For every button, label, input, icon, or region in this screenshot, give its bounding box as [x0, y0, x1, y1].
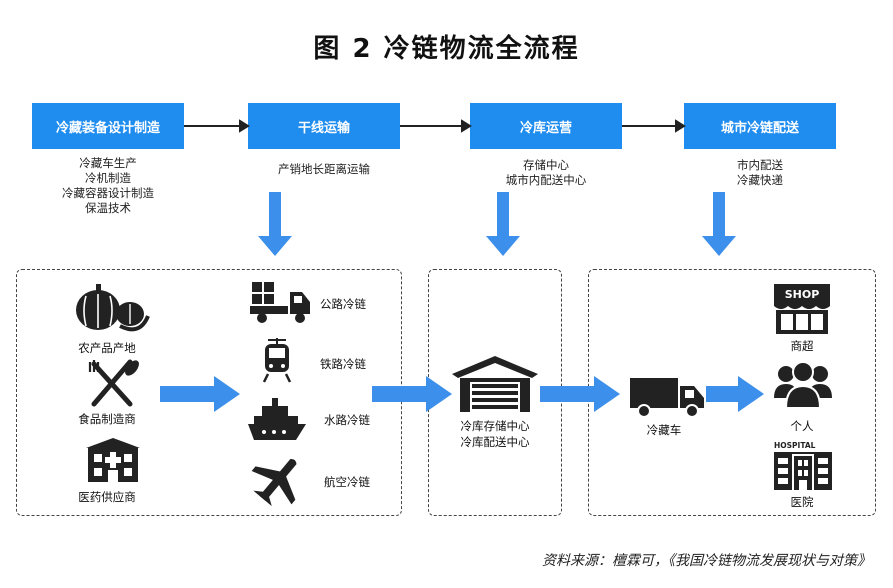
transport-label: 公路冷链: [320, 297, 366, 311]
transport-label: 铁路冷链: [320, 357, 366, 371]
destination-label: 个人: [790, 419, 814, 433]
detail-line: 冷藏快递: [737, 173, 783, 187]
truck-icon: [250, 282, 310, 323]
stage-box-cold-storage: 冷库运营: [470, 103, 622, 149]
stage-label: 干线运输: [297, 120, 350, 136]
detail-line: 市内配送: [737, 158, 783, 172]
destination-label: 商超: [790, 339, 814, 353]
airplane-icon: [251, 459, 297, 507]
down-arrow-trunk: [258, 192, 292, 256]
pumpkin-icon: [76, 284, 150, 332]
source-note: 资料来源：檀霖可，《我国冷链物流发展现状与对策》: [542, 553, 871, 569]
stage-label: 城市冷链配送: [720, 120, 799, 136]
pharmacy-building-icon: [86, 438, 140, 482]
hospital-icon: HOSPITAL: [774, 441, 832, 490]
train-icon: [262, 338, 292, 383]
warehouse-icon: [452, 356, 538, 412]
warehouse-label-line: 冷库存储中心: [460, 419, 530, 433]
figure-title: 图 2 冷链物流全流程: [313, 34, 580, 64]
detail-line: 冷藏车生产: [79, 156, 137, 170]
flow-arrow-vehicle-to-destinations: [706, 376, 764, 412]
fork-knife-icon: [88, 359, 139, 407]
source-label: 食品制造商: [78, 412, 136, 426]
transport-label: 航空冷链: [324, 475, 370, 489]
warehouse-label: 冷库存储中心 冷库配送中心: [432, 418, 558, 450]
stage-box-equipment: 冷藏装备设计制造: [32, 103, 184, 149]
warehouse-label-line: 冷库配送中心: [460, 435, 530, 449]
detail-line: 产销地长距离运输: [278, 162, 370, 176]
ship-icon: [248, 398, 306, 440]
shop-sign-text: SHOP: [785, 288, 820, 301]
detail-line: 城市内配送中心: [505, 173, 587, 187]
destination-label: 医院: [790, 495, 814, 509]
stage-details-city-delivery: 市内配送 冷藏快递: [684, 158, 836, 188]
people-icon: [774, 361, 832, 409]
stage-box-trunk: 干线运输: [248, 103, 400, 149]
stage-box-city-delivery: 城市冷链配送: [684, 103, 836, 149]
stage-label: 冷库运营: [519, 120, 572, 136]
stage-details-equipment: 冷藏车生产 冷机制造 冷藏容器设计制造 保温技术: [32, 156, 184, 216]
flow-arrow-storage-to-vehicle: [540, 376, 620, 412]
flow-arrow-sources-to-transport: [160, 376, 240, 412]
source-label: 医药供应商: [78, 490, 136, 504]
detail-line: 冷藏容器设计制造: [62, 186, 154, 200]
down-arrow-delivery: [702, 192, 736, 256]
detail-line: 冷机制造: [85, 171, 131, 185]
stage-label: 冷藏装备设计制造: [55, 120, 160, 136]
shop-icon: SHOP: [774, 284, 830, 334]
hospital-sign-text: HOSPITAL: [774, 441, 816, 450]
detail-line: 保温技术: [85, 201, 131, 215]
vehicle-label: 冷藏车: [646, 423, 682, 437]
down-arrow-storage: [486, 192, 520, 256]
transport-label: 水路冷链: [324, 413, 370, 427]
delivery-truck-icon: [630, 378, 704, 418]
stage-details-cold-storage: 存储中心 城市内配送中心: [470, 158, 622, 188]
source-label: 农产品产地: [78, 341, 136, 355]
stage-details-trunk: 产销地长距离运输: [248, 162, 400, 177]
flow-arrow-transport-to-storage: [372, 376, 452, 412]
detail-line: 存储中心: [523, 158, 569, 172]
